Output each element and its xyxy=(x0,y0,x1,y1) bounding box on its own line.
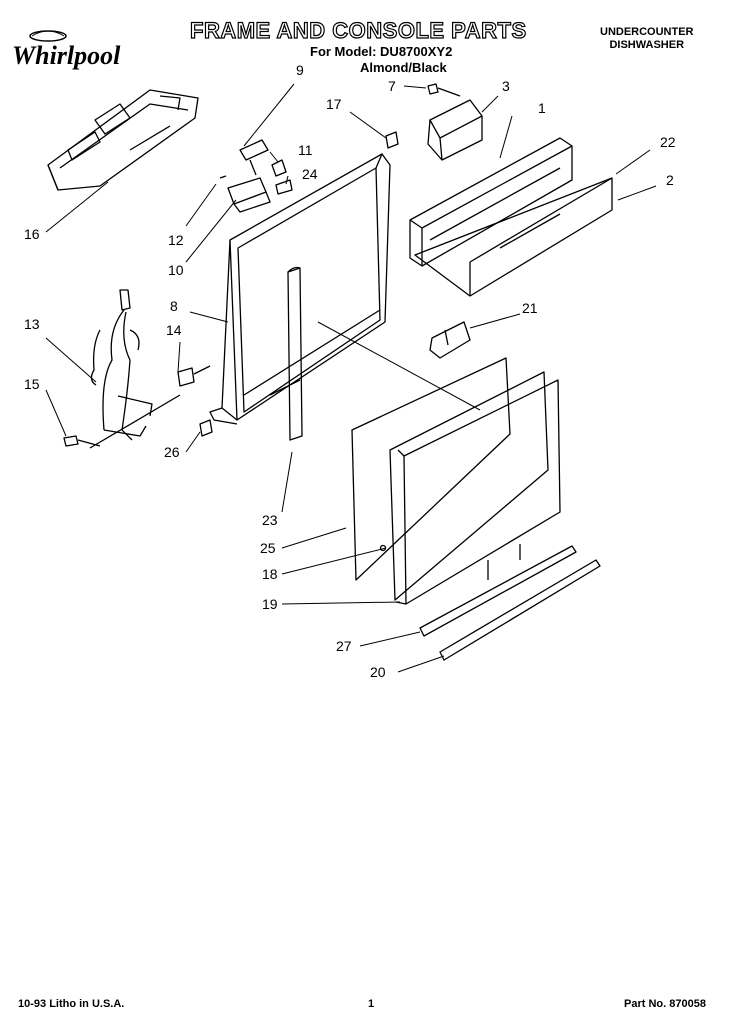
litho-note: 10-93 Litho in U.S.A. xyxy=(18,998,125,1010)
callout-27: 27 xyxy=(336,638,352,654)
part-1-console-panel xyxy=(409,137,613,297)
callout-22: 22 xyxy=(660,134,676,150)
callout-7: 7 xyxy=(388,78,396,94)
part-23-trim-strip xyxy=(287,266,303,441)
callout-14: 14 xyxy=(166,322,182,338)
callout-10: 10 xyxy=(168,262,184,278)
callout-20: 20 xyxy=(370,664,386,680)
appliance-line-1: UNDERCOUNTER xyxy=(600,26,694,38)
part-9-10-hinge-brackets xyxy=(219,139,293,213)
part-21-clip xyxy=(429,321,471,359)
part-13-wire-harness xyxy=(63,289,181,449)
callout-19: 19 xyxy=(262,596,278,612)
part-3-bracket xyxy=(427,99,483,161)
appliance-line-2: DISHWASHER xyxy=(609,39,685,51)
part-17-clip xyxy=(385,131,399,149)
callout-3: 3 xyxy=(502,78,510,94)
callout-21: 21 xyxy=(522,300,538,316)
appliance-type: UNDERCOUNTER DISHWASHER xyxy=(600,26,694,52)
callout-1: 1 xyxy=(538,100,546,116)
brand-text: Whirlpool xyxy=(12,41,121,70)
callout-9: 9 xyxy=(296,62,304,78)
part-26-clip xyxy=(199,419,213,437)
part-25-panel xyxy=(351,357,511,581)
part-18-panel xyxy=(389,371,549,601)
part-27-bottom-trim xyxy=(419,545,577,637)
part-8-frame xyxy=(209,153,391,425)
page-title: FRAME AND CONSOLE PARTS xyxy=(189,17,527,43)
callout-24: 24 xyxy=(302,166,318,182)
callout-17: 17 xyxy=(326,96,342,112)
callout-15: 15 xyxy=(24,376,40,392)
callout-2: 2 xyxy=(666,172,674,188)
callout-13: 13 xyxy=(24,316,40,332)
part-19-panel xyxy=(379,379,561,605)
callout-16: 16 xyxy=(24,226,40,242)
part-7-screw xyxy=(427,83,461,97)
leader-lines xyxy=(45,83,657,673)
part-20-bottom-trim xyxy=(439,559,601,661)
model-line: For Model: DU8700XY2 xyxy=(310,44,453,59)
whirlpool-logo: Whirlpool xyxy=(12,30,121,70)
callout-12: 12 xyxy=(168,232,184,248)
callout-8: 8 xyxy=(170,298,178,314)
part-number: Part No. 870058 xyxy=(624,998,706,1010)
callout-23: 23 xyxy=(262,512,278,528)
part-16-console-housing xyxy=(47,89,199,191)
callout-25: 25 xyxy=(260,540,276,556)
color-line: Almond/Black xyxy=(360,60,447,75)
part-14-switch xyxy=(177,365,211,387)
callout-18: 18 xyxy=(262,566,278,582)
exploded-parts-diagram xyxy=(45,83,657,673)
page-number: 1 xyxy=(368,998,375,1010)
callout-11: 11 xyxy=(298,142,313,158)
callout-26: 26 xyxy=(164,444,180,460)
